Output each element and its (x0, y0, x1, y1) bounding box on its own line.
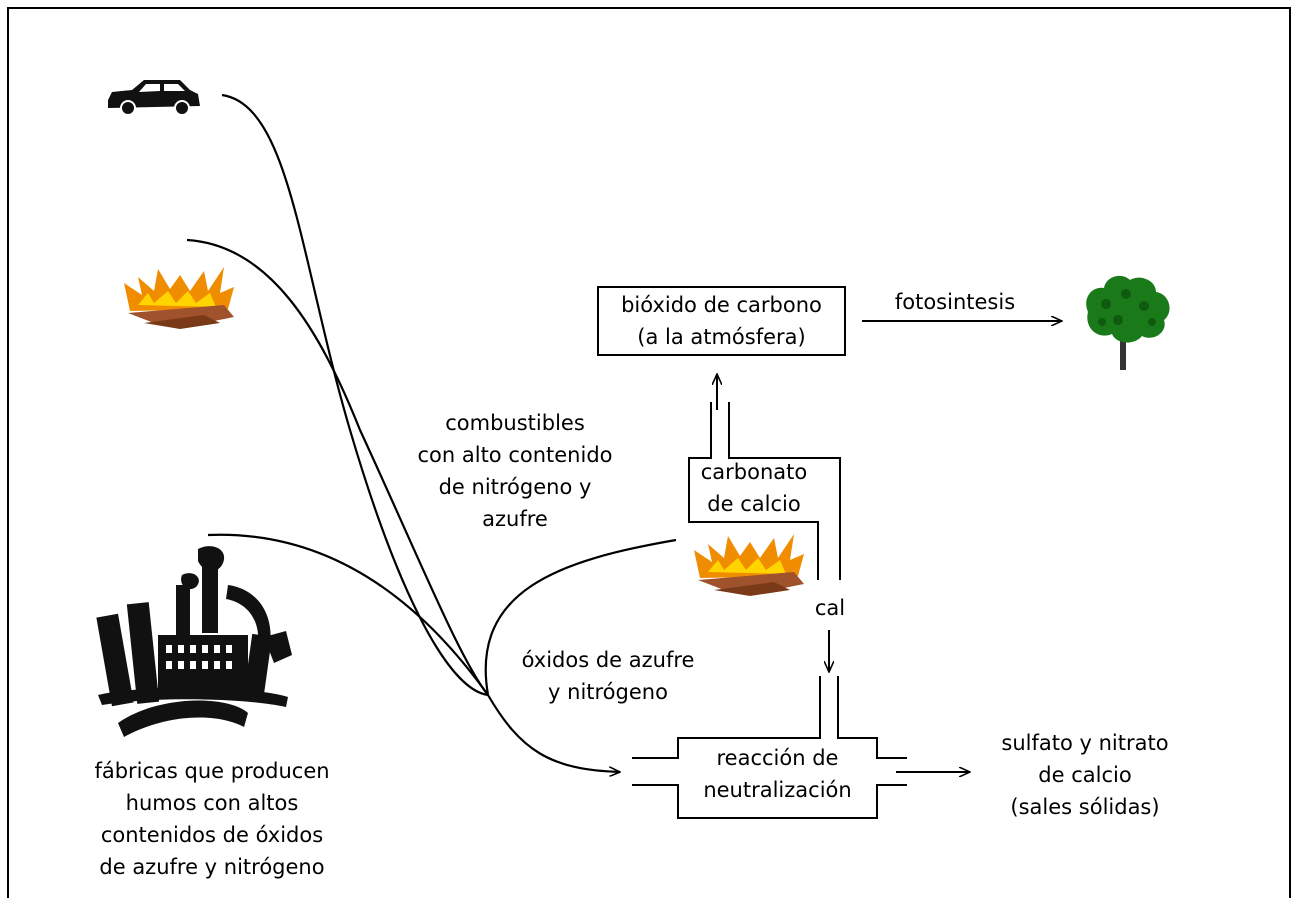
neutralization-line2: neutralización (703, 778, 852, 802)
factories-line4: de azufre y nitrógeno (99, 855, 325, 879)
co2-label-line1: bióxido de carbono (621, 293, 822, 317)
fire-emission-curve (186, 238, 489, 696)
salts-label: sulfato y nitrato de calcio (sales sólid… (970, 727, 1200, 823)
lime-label: cal (800, 592, 860, 624)
fuels-line4: azufre (482, 507, 548, 531)
neutralization-label: reacción de neutralización (678, 742, 877, 806)
carbonate-line2: de calcio (707, 492, 801, 516)
lime-fire-curve (484, 538, 677, 696)
factory-emission-curve (207, 533, 489, 696)
factory-icon (96, 546, 292, 737)
carbonate-pipe (688, 402, 841, 580)
co2-box (597, 286, 846, 356)
oxides-line2: y nitrógeno (548, 680, 668, 704)
tree-icon (1086, 275, 1170, 370)
oxides-line1: óxidos de azufre (521, 648, 695, 672)
factories-line2: humos con altos (125, 791, 299, 815)
salts-line2: de calcio (1038, 763, 1132, 787)
fuels-line2: con alto contenido (417, 443, 613, 467)
photosynthesis-label: fotosintesis (880, 286, 1030, 318)
co2-label-line2: (a la atmósfera) (637, 325, 806, 349)
co2-label: bióxido de carbono (a la atmósfera) (598, 289, 845, 353)
car-icon (108, 80, 200, 116)
fuels-label: combustibles con alto contenido de nitró… (385, 407, 645, 535)
car-emission-curve (221, 93, 489, 697)
carbonate-label: carbonato de calcio (690, 456, 818, 520)
factories-line3: contenidos de óxidos (100, 823, 324, 847)
salts-line3: (sales sólidas) (1010, 795, 1160, 819)
frame-border (7, 7, 1291, 898)
oxides-label: óxidos de azufre y nitrógeno (488, 644, 728, 708)
oxides-flow-arrow (487, 694, 620, 772)
fire-icon (694, 534, 804, 596)
neutralization-reactor (632, 676, 907, 819)
fuels-line1: combustibles (445, 411, 585, 435)
factories-line1: fábricas que producen (94, 759, 330, 783)
photosynthesis-text: fotosintesis (894, 290, 1016, 314)
factories-label: fábricas que producen humos con altos co… (52, 755, 372, 883)
neutralization-line1: reacción de (716, 746, 839, 770)
carbonate-line1: carbonato (700, 460, 808, 484)
fuels-line3: de nitrógeno y (438, 475, 592, 499)
salts-line1: sulfato y nitrato (1001, 731, 1169, 755)
fire-icon (124, 267, 234, 329)
lime-text: cal (814, 596, 846, 620)
